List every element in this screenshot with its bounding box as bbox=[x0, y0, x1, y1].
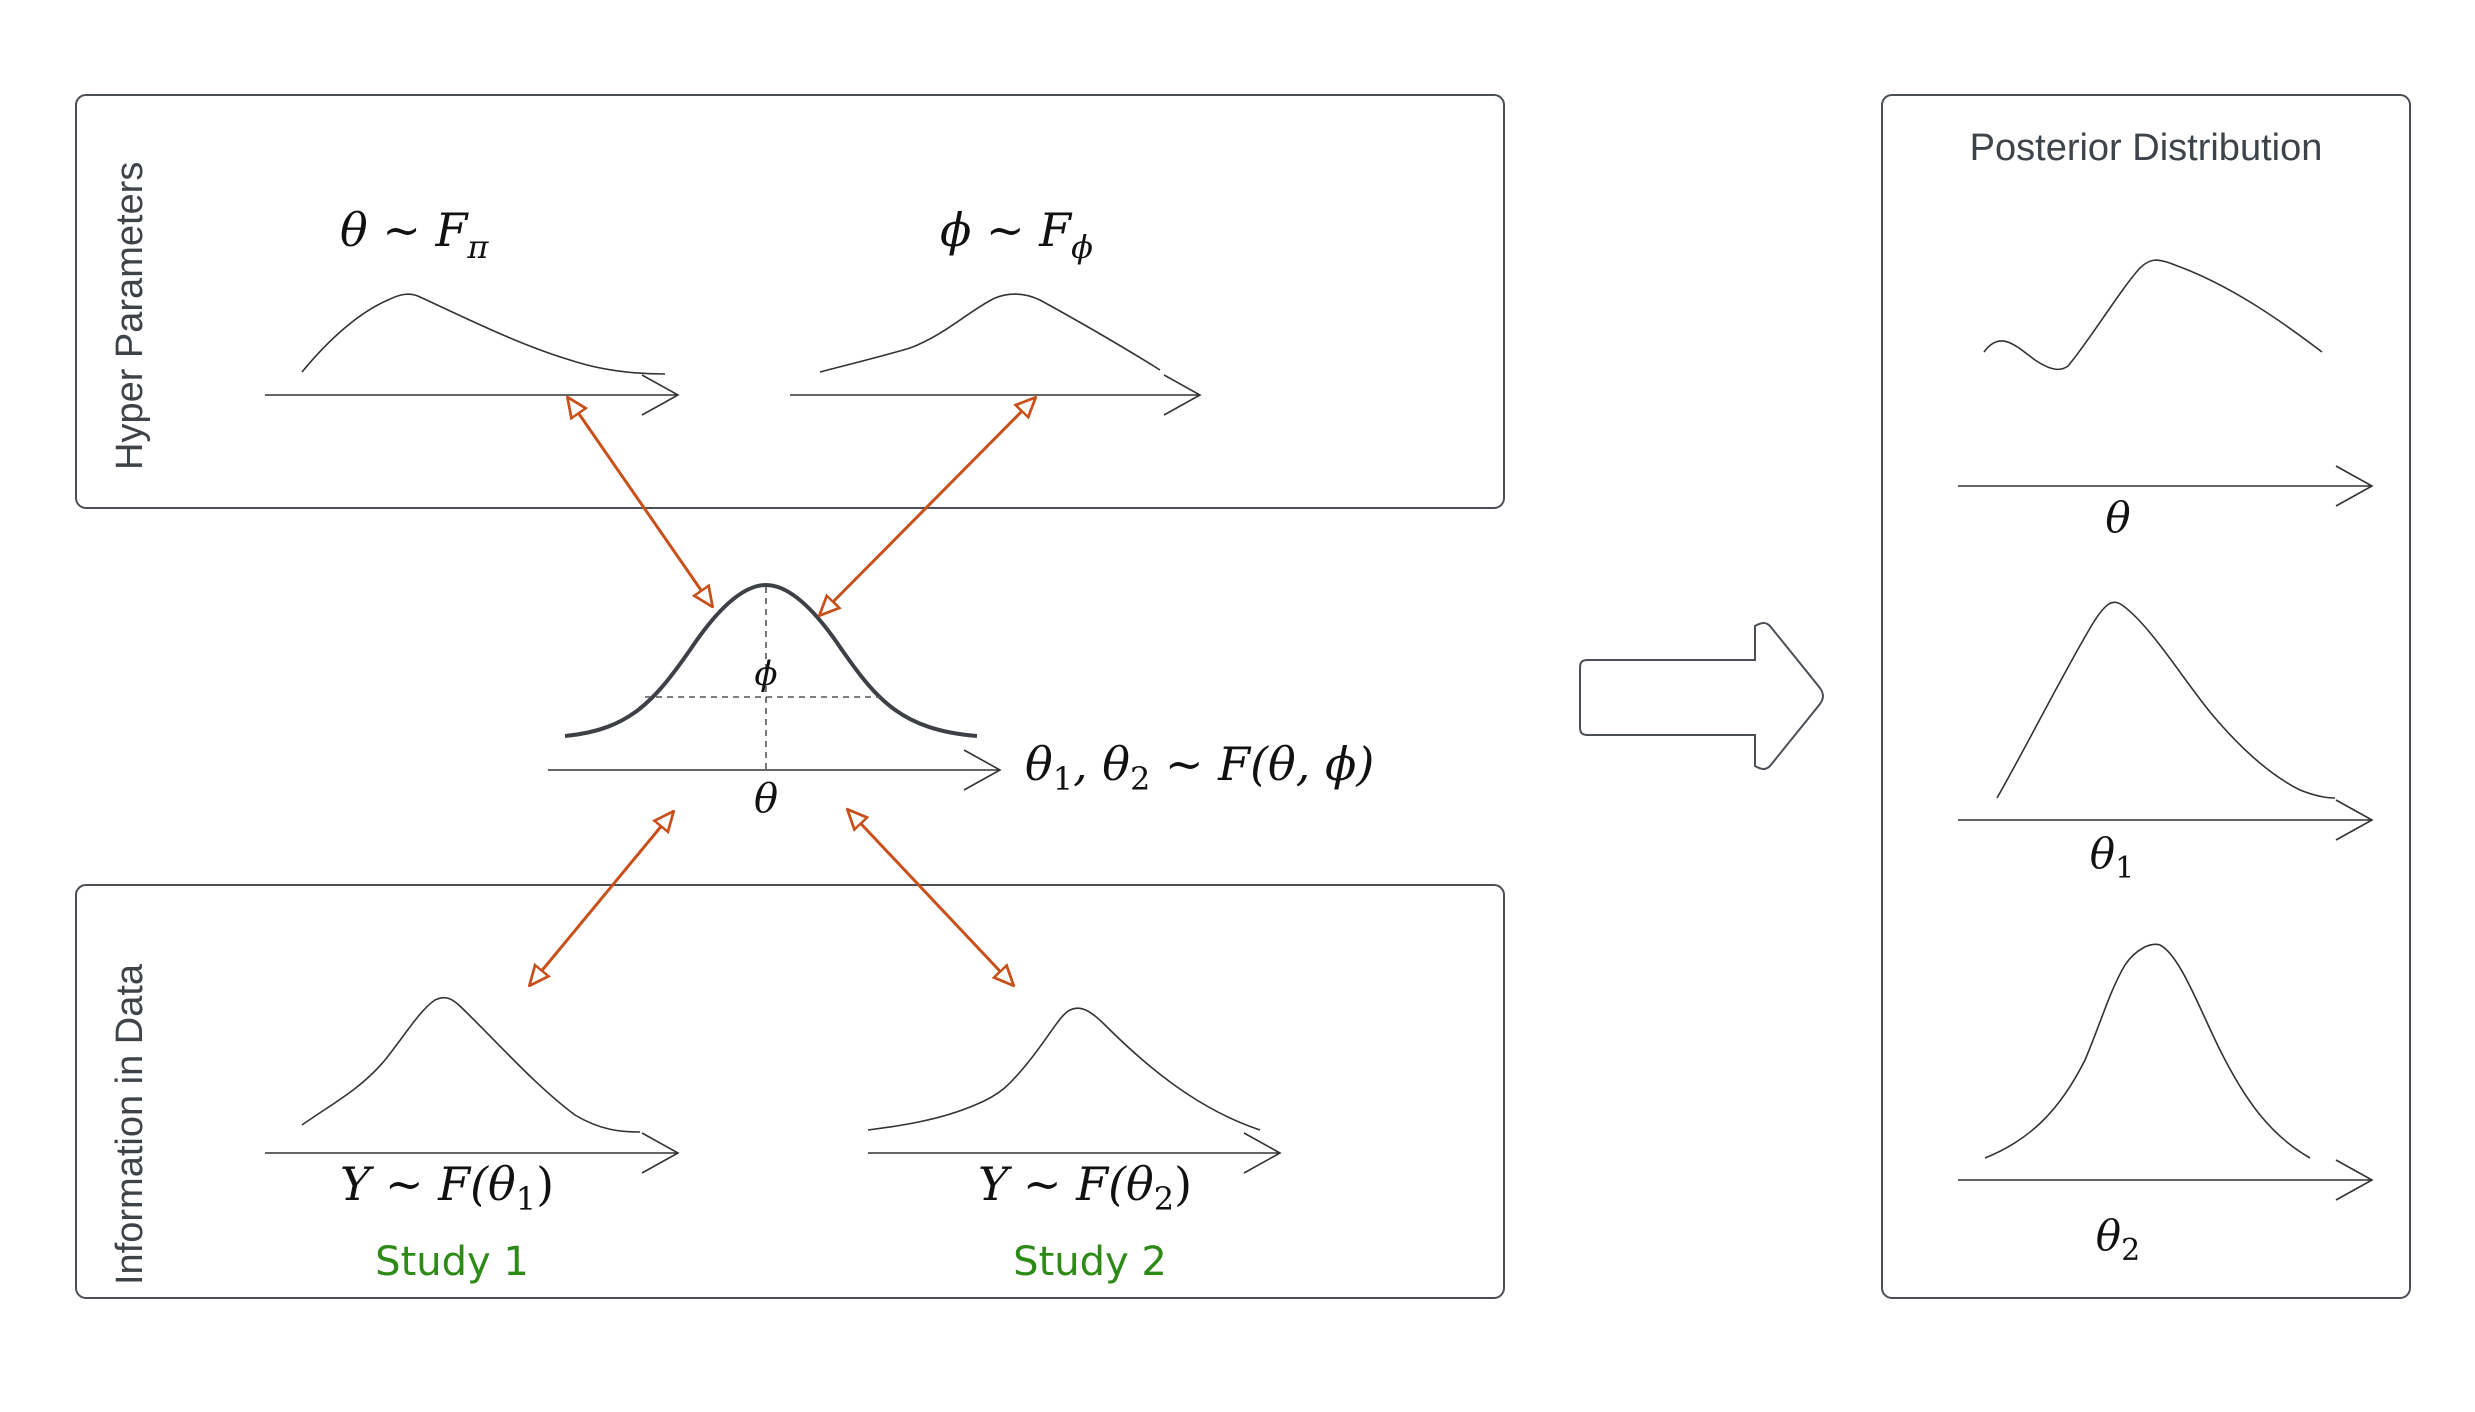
phi-prior-label: ϕ ~ Fϕ bbox=[940, 203, 1093, 266]
hyper-parameters-title: Hyper Parameters bbox=[109, 162, 151, 470]
study2-axis bbox=[868, 1132, 1282, 1174]
information-in-data-panel: Information in Data Y ~ F(θ1) Study 1 Y … bbox=[75, 884, 1505, 1299]
study1-curve bbox=[301, 996, 641, 1133]
central-axis bbox=[548, 749, 1002, 791]
information-in-data-title: Information in Data bbox=[109, 963, 151, 1285]
central-distribution: ϕ θ θ1, θ2 ~ F(θ, ϕ) bbox=[548, 582, 1374, 822]
posterior-theta1-label: θ1 bbox=[2090, 829, 2134, 886]
phi-prior-curve bbox=[819, 293, 1161, 373]
posterior-theta-axis bbox=[1958, 465, 2374, 507]
posterior-theta1-plot: θ1 bbox=[1958, 601, 2374, 886]
bell-theta-label: θ bbox=[754, 776, 778, 822]
posterior-box bbox=[1881, 94, 2411, 1299]
posterior-theta2-plot: θ2 bbox=[1958, 943, 2374, 1268]
bell-phi-label: ϕ bbox=[754, 654, 777, 694]
posterior-theta1-axis bbox=[1958, 799, 2374, 841]
information-in-data-box bbox=[75, 884, 1505, 1299]
posterior-theta-plot: θ bbox=[1958, 259, 2374, 542]
posterior-theta2-label: θ2 bbox=[2096, 1211, 2140, 1268]
theta-prior-curve bbox=[301, 293, 666, 375]
joint-distribution-label: θ1, θ2 ~ F(θ, ϕ) bbox=[1025, 737, 1374, 798]
study1-label: Study 1 bbox=[375, 1239, 529, 1285]
posterior-theta-label: θ bbox=[2105, 493, 2130, 542]
study2-curve bbox=[867, 1007, 1261, 1131]
posterior-title: Posterior Distribution bbox=[1970, 127, 2323, 169]
transition-arrow-icon bbox=[1579, 622, 1824, 770]
posterior-theta1-curve bbox=[1996, 601, 2336, 799]
central-bell-curve bbox=[564, 582, 978, 738]
link-bell-to-study1 bbox=[530, 812, 673, 985]
study2-plot: Y ~ F(θ2) Study 2 bbox=[867, 1007, 1282, 1285]
link-theta-prior-to-bell bbox=[568, 398, 712, 606]
theta-prior-plot: θ ~ Fπ bbox=[265, 203, 680, 416]
theta-prior-label: θ ~ Fπ bbox=[340, 203, 489, 266]
posterior-theta-curve bbox=[1983, 259, 2323, 371]
posterior-panel: Posterior Distribution θ θ1 θ2 bbox=[1881, 94, 2411, 1299]
hyper-parameters-panel: Hyper Parameters θ ~ Fπ ϕ ~ Fϕ bbox=[75, 94, 1505, 509]
posterior-theta2-axis bbox=[1958, 1159, 2374, 1201]
link-bell-to-study2 bbox=[848, 810, 1013, 985]
study2-label: Study 2 bbox=[1013, 1239, 1167, 1285]
study2-equation: Y ~ F(θ2) bbox=[978, 1157, 1192, 1218]
posterior-theta2-curve bbox=[1984, 943, 2311, 1159]
study1-plot: Y ~ F(θ1) Study 1 bbox=[265, 996, 680, 1285]
study1-axis bbox=[265, 1132, 680, 1174]
study1-equation: Y ~ F(θ1) bbox=[340, 1157, 554, 1218]
link-phi-prior-to-bell bbox=[820, 398, 1035, 615]
hyper-parameters-box bbox=[75, 94, 1505, 509]
dependency-arrows bbox=[530, 398, 1035, 985]
